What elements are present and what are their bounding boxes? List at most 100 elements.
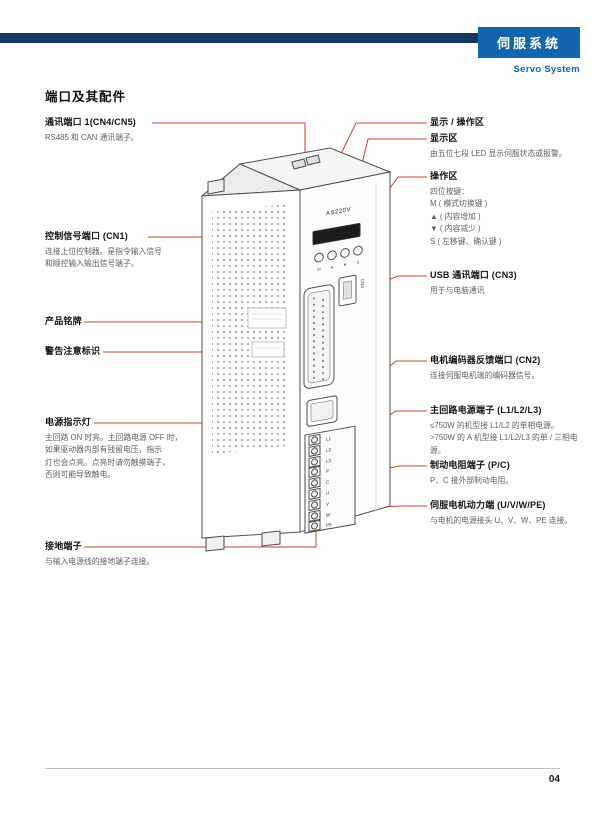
terminal-label-l3: L3 xyxy=(326,458,331,464)
leader-ground-terminal xyxy=(84,532,317,548)
callout-title: 接地端子 xyxy=(45,541,82,551)
callout-mains-terminals: 主回路电源端子 (L1/L2/L3) ≤750W 的机型接 L1/L2 的单相电… xyxy=(430,405,582,457)
callout-power-indicator: 电源指示灯 主回路 ON 时亮。主回路电源 OFF 时， 如果驱动器内部有残留电… xyxy=(45,417,207,482)
terminal-label-p: P xyxy=(326,468,329,473)
mounting-tab-top xyxy=(207,178,225,195)
terminal-label-u: U xyxy=(326,490,329,496)
callout-line: 和顺控输入输出信号端子。 xyxy=(45,259,139,269)
button-up xyxy=(327,250,337,261)
callout-title: 制动电阻端子 (P/C) xyxy=(430,460,510,470)
callout-line: 否则可能导致触电。 xyxy=(45,470,116,480)
callout-motor-power: 伺服电机动力端 (U/V/W/PE) 与电机的电源接头 U、V、W、PE 连接。 xyxy=(430,500,582,527)
mounting-foot-left xyxy=(205,535,225,552)
callout-line: ▼ ( 内容减少 ) xyxy=(430,224,481,234)
button-glyph-m: M xyxy=(317,266,321,272)
top-port-cn5 xyxy=(305,154,321,166)
terminal-row: L2 xyxy=(308,444,331,457)
callout-line: ▲ ( 内容增加 ) xyxy=(430,211,481,221)
terminal-row: PE xyxy=(308,519,332,532)
callout-line: 四位按键： xyxy=(430,186,469,196)
callout-line: 用于与电脑通讯 xyxy=(430,285,485,295)
callout-title: 操作区 xyxy=(430,171,458,181)
button-glyph-up: ▲ xyxy=(330,264,334,270)
header-banner: 伺服系统 xyxy=(478,27,580,58)
callout-title: USB 通讯端口 (CN3) xyxy=(430,270,517,280)
cn3-port-label: CN3 xyxy=(360,278,365,288)
button-glyph-s: S xyxy=(357,259,360,264)
cn2-connector-inner xyxy=(310,400,334,423)
terminal-label-v: V xyxy=(326,501,329,506)
terminal-row: L3 xyxy=(308,455,331,468)
callout-title: 警告注意标识 xyxy=(45,346,101,356)
button-down xyxy=(340,248,350,258)
terminal-label-pe: PE xyxy=(326,522,332,528)
callout-line: 由五位七段 LED 显示伺服状态或报警。 xyxy=(430,148,567,158)
leader-display-operation-area xyxy=(337,122,427,161)
vent-holes-pattern xyxy=(212,204,288,454)
callout-line: RS485 和 CAN 通讯端子。 xyxy=(45,132,139,142)
callout-comm-port: 通讯端口 1(CN4/CN5) RS485 和 CAN 通讯端子。 xyxy=(45,117,207,144)
led-display xyxy=(312,222,361,246)
terminal-row: L1 xyxy=(308,433,331,446)
terminal-row: U xyxy=(308,487,329,500)
terminal-row: V xyxy=(308,498,329,511)
header-navy-bar xyxy=(0,33,580,43)
callout-nameplate: 产品铭牌 xyxy=(45,316,207,331)
terminal-label-w: W xyxy=(326,512,331,518)
callout-display-operation-area: 显示 / 操作区 xyxy=(430,117,582,132)
button-mode xyxy=(314,252,324,263)
callout-title: 主回路电源端子 (L1/L2/L3) xyxy=(430,405,542,415)
callout-title: 显示区 xyxy=(430,133,458,143)
callout-warning-label: 警告注意标识 xyxy=(45,346,207,361)
callout-line: 灯也会点亮。点亮时请勿触摸端子， xyxy=(45,457,170,467)
usb-port-inner xyxy=(343,280,352,300)
terminal-label-l1: L1 xyxy=(326,436,331,442)
terminal-row: P xyxy=(308,465,329,478)
callout-line: 与输入电源线的接地端子连接。 xyxy=(45,556,155,566)
callout-line: S ( 左移键、确认键 ) xyxy=(430,236,502,246)
callout-title: 电源指示灯 xyxy=(45,417,92,427)
terminal-row: C xyxy=(308,476,330,489)
callout-line: >750W 的 A 机型接 L1/L2/L3 的单 / 三相电源。 xyxy=(430,433,578,455)
cn1-connector-inner xyxy=(307,289,331,384)
front-panel: AS220V M ▲ ▼ S CN3 xyxy=(303,182,377,534)
callout-line: 主回路 ON 时亮。主回路电源 OFF 时， xyxy=(45,432,183,442)
button-set xyxy=(353,245,363,256)
callout-line: M ( 模式切换键 ) xyxy=(430,199,488,209)
callout-line: 连接伺服电机端的编码器信号。 xyxy=(430,370,540,380)
callout-control-signal-cn1: 控制信号端口 (CN1) 连接上位控制器。是指令输入信号 和顺控输入输出信号端子… xyxy=(45,231,207,271)
callout-ground-terminal: 接地端子 与输入电源线的接地端子连接。 xyxy=(45,541,207,568)
terminal-row: W xyxy=(308,509,331,522)
model-label: AS220V xyxy=(326,207,351,217)
callout-encoder-cn2: 电机编码器反馈端口 (CN2) 连接伺服电机端的编码器信号。 xyxy=(430,355,582,382)
callout-title: 伺服电机动力端 (U/V/W/PE) xyxy=(430,500,546,510)
page-number: 04 xyxy=(548,774,560,785)
terminal-label-l2: L2 xyxy=(326,447,331,453)
callout-title: 电机编码器反馈端口 (CN2) xyxy=(430,355,541,365)
footer-divider xyxy=(45,768,560,769)
mounting-foot-right xyxy=(261,530,281,547)
banner-subtitle: Servo System xyxy=(513,64,580,75)
callout-title: 控制信号端口 (CN1) xyxy=(45,231,128,241)
callout-title: 通讯端口 1(CN4/CN5) xyxy=(45,117,137,127)
top-port-cn4 xyxy=(291,158,307,170)
page-title: 端口及其配件 xyxy=(45,90,127,104)
product-nameplate xyxy=(247,307,287,329)
callout-line: ≤750W 的机型接 L1/L2 的单相电源。 xyxy=(430,420,559,430)
callout-line: 与电机的电源接头 U、V、W、PE 连接。 xyxy=(430,515,573,525)
terminal-label-c: C xyxy=(326,479,330,485)
callout-title: 显示 / 操作区 xyxy=(430,117,485,127)
callout-brake-resistor: 制动电阻端子 (P/C) P、C 接外部制动电阻。 xyxy=(430,460,582,487)
button-glyph-down: ▼ xyxy=(343,262,347,268)
banner-title: 伺服系统 xyxy=(496,36,561,51)
callout-title: 产品铭牌 xyxy=(45,316,82,326)
warning-sticker xyxy=(251,341,285,358)
callout-line: 连接上位控制器。是指令输入信号 xyxy=(45,246,162,256)
callout-display-area: 显示区 由五位七段 LED 显示伺服状态或报警。 xyxy=(430,133,582,160)
callout-line: P、C 接外部制动电阻。 xyxy=(430,475,514,485)
leader-cn4cn5 xyxy=(152,122,306,158)
servo-drive-device xyxy=(200,147,392,552)
callout-usb-cn3: USB 通讯端口 (CN3) 用于与电脑通讯 xyxy=(430,270,582,297)
